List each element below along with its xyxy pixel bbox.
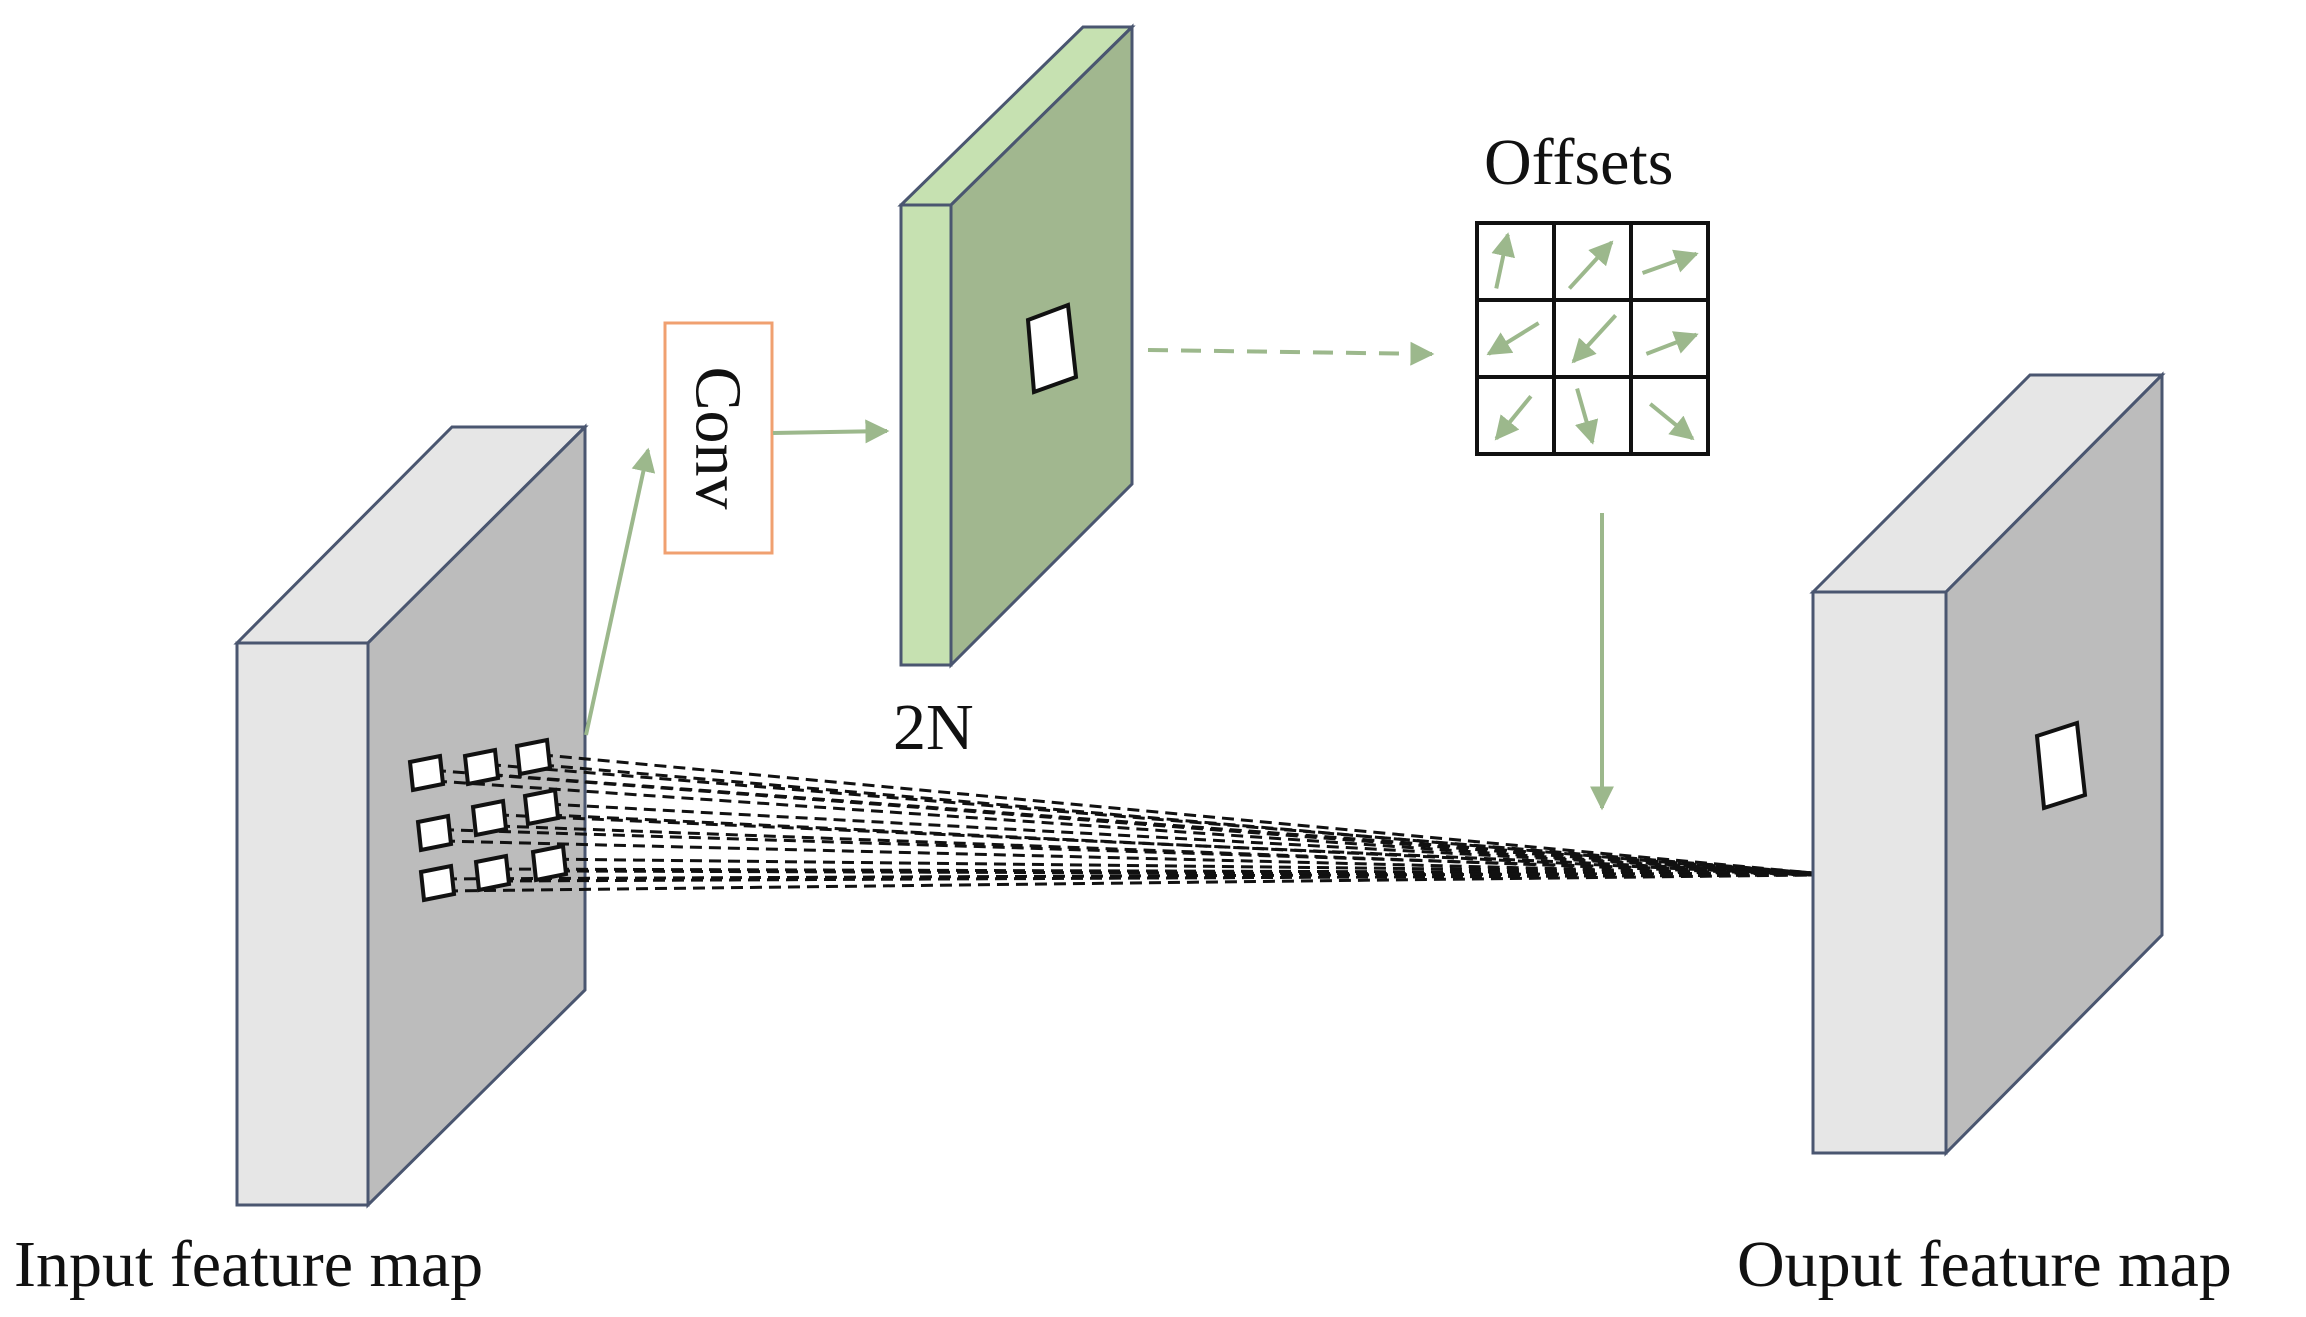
sampling-point (462, 747, 501, 787)
offset-arrow-icon (1494, 394, 1533, 441)
output-feature-map-block (1809, 371, 2166, 1157)
offset-arrow-icon (1486, 321, 1540, 356)
sampling-point (415, 813, 454, 853)
offset-arrow-icon (1575, 388, 1599, 445)
offsets-grid (1475, 221, 1710, 456)
channels-label: 2N (893, 691, 974, 764)
sampling-line (529, 801, 1814, 875)
conv-label-text: Conv (682, 366, 755, 510)
offset-arrow-icon (1571, 314, 1618, 364)
sampling-line (425, 871, 1814, 881)
sampling-point (530, 843, 569, 883)
offset-arrow-icon (1645, 331, 1699, 356)
sampling-line (521, 751, 1814, 875)
arrow-input-to-conv (584, 447, 656, 736)
sampling-line (537, 857, 1814, 875)
sampling-line (557, 869, 1814, 877)
offset-block-side (899, 203, 953, 667)
sampling-line (549, 813, 1814, 877)
input-block-side (235, 641, 370, 1207)
sampling-line (480, 867, 1814, 875)
output-feature-map-label: Ouput feature map (1737, 1228, 2232, 1301)
conv-label: Conv (663, 322, 773, 554)
sampling-line (500, 873, 1814, 883)
sampling-point (473, 853, 512, 893)
sampling-lines (414, 751, 1814, 893)
sampling-line (497, 824, 1814, 877)
offset-arrow-icon (1491, 232, 1516, 289)
offset-arrow-icon (1567, 240, 1614, 290)
conv-box (663, 321, 774, 555)
sampling-points (407, 737, 569, 903)
offset-sample-square (1025, 302, 1079, 395)
offset-arrow-icon (1641, 249, 1699, 275)
output-block-side (1811, 590, 1948, 1155)
sampling-line (541, 763, 1814, 877)
sampling-point (470, 798, 509, 838)
sampling-point (407, 753, 446, 793)
sampling-line (489, 773, 1814, 877)
offset-feature-map-block (897, 23, 1136, 669)
sampling-line (422, 827, 1814, 875)
sampling-point (514, 737, 553, 777)
arrow-offset-map-to-offsets (1147, 341, 1435, 366)
output-sample-square (2034, 720, 2088, 811)
arrow-conv-to-offset-map (772, 419, 890, 444)
offset-arrow-icon (1648, 402, 1695, 441)
offsets-title: Offsets (1484, 126, 1674, 199)
input-feature-map-label: Input feature map (14, 1228, 484, 1301)
sampling-point (522, 787, 561, 827)
sampling-point (418, 863, 457, 903)
